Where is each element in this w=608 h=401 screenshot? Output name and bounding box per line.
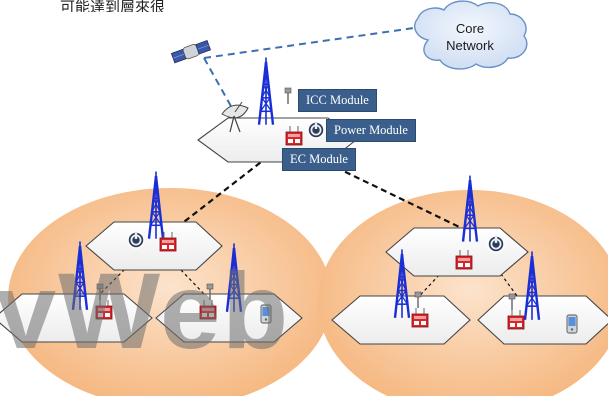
icc-module-label: ICC Module (298, 89, 377, 112)
core-network-label-line2: Network (446, 38, 494, 53)
hex-cell-right-bottom-a (331, 295, 471, 345)
cloud-icon (414, 0, 528, 70)
core-network-label: Core Network (425, 20, 515, 54)
power-module-label: Power Module (326, 119, 416, 142)
cluster-right-ellipse (318, 190, 608, 401)
ec-module-label: EC Module (282, 148, 356, 171)
satellite-icon (170, 39, 212, 64)
caption-text: 可能達到層來很 (60, 0, 166, 12)
hex-cell-right-bottom-b (477, 295, 608, 345)
satellite-backhaul-link (203, 27, 415, 109)
cluster-left-ellipse (8, 188, 332, 401)
watermark-text: vWeb (0, 250, 291, 371)
hex-cell-left-top (85, 221, 223, 271)
core-network-label-line1: Core (455, 21, 485, 36)
dish-icon (221, 101, 249, 133)
hex-cell-left-bottom-a (0, 293, 153, 343)
